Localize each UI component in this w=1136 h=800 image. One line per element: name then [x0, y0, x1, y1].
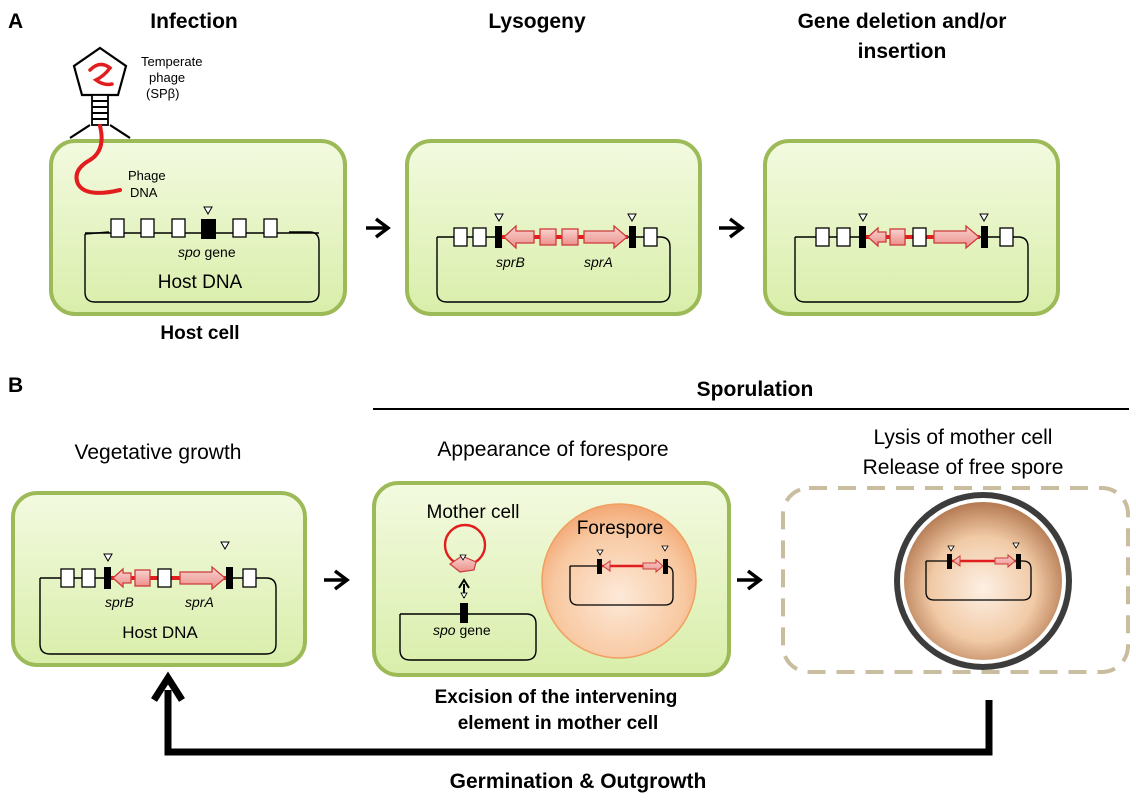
sporulation-title: Sporulation — [697, 378, 814, 401]
mother-dna-loop — [399, 613, 537, 661]
sprB-label-b1: sprB — [105, 594, 134, 610]
germination-label: Germination & Outgrowth — [450, 770, 707, 793]
arrow-a1-a2 — [366, 217, 391, 239]
insertion-site-marker-a1 — [203, 206, 213, 216]
spore-prophage — [947, 542, 1021, 569]
insertion-site-marker-b2 — [460, 592, 468, 599]
phage-dna-label-line1: Phage — [128, 168, 166, 183]
phage-dna-label-line2: DNA — [130, 185, 158, 200]
host-dna-loop-b1 — [39, 577, 277, 655]
gene-deletion-title-line2: insertion — [858, 40, 947, 63]
sprA-label-b1: sprA — [185, 594, 214, 610]
sprA-label-a2: sprA — [584, 254, 613, 270]
phage-label-line2: phage — [149, 70, 185, 85]
forespore-dna-loop — [569, 565, 674, 606]
mother-cell-label: Mother cell — [427, 502, 520, 523]
spo-gene-box-b2 — [460, 603, 468, 623]
sprB-label-a2: sprB — [496, 254, 525, 270]
modified-prophage-a3 — [815, 213, 1014, 250]
lysis-title-line1: Lysis of mother cell — [874, 426, 1053, 449]
host-dna-loop-a2 — [436, 236, 671, 303]
lysis-title-line2: Release of free spore — [863, 456, 1064, 479]
phage-icon — [69, 46, 131, 139]
host-dna-label-b1: Host DNA — [122, 623, 198, 642]
gene-boxes-a1 — [110, 218, 278, 239]
prophage-a2 — [453, 213, 658, 250]
free-spore — [904, 502, 1062, 660]
gene-deletion-title-line1: Gene deletion and/or — [798, 10, 1007, 33]
phage-label-line1: Temperate — [141, 54, 202, 69]
forespore-label: Forespore — [577, 518, 664, 539]
forespore-prophage — [596, 545, 669, 574]
panel-a-letter: A — [8, 10, 23, 33]
host-cell-a2 — [405, 139, 702, 316]
lysogeny-title: Lysogeny — [488, 10, 586, 33]
excised-element-circle — [443, 523, 487, 573]
spo-gene-label-a1: spo gene — [178, 244, 236, 260]
arrow-a2-a3 — [719, 217, 745, 239]
forespore — [541, 503, 697, 659]
spo-gene-label-b2: spo gene — [433, 622, 491, 638]
forespore-appearance-title: Appearance of forespore — [437, 438, 668, 461]
phage-dna-strand — [74, 124, 122, 195]
prophage-b1 — [60, 541, 257, 591]
host-cell-label: Host cell — [160, 323, 239, 344]
host-cell-a3 — [763, 139, 1060, 316]
spore-dna-loop — [925, 560, 1032, 601]
host-dna-loop-a3 — [794, 236, 1029, 303]
germination-arrow — [164, 690, 993, 756]
host-dna-label-a1: Host DNA — [158, 272, 243, 293]
arrow-b2-b3 — [737, 569, 763, 591]
spo-gene-box-a1 — [201, 219, 216, 239]
infection-title: Infection — [150, 10, 238, 33]
phage-label-line3: (SPβ) — [146, 86, 179, 101]
host-cell-a1 — [49, 139, 347, 316]
arrow-b1-b2 — [324, 569, 350, 591]
panel-b-letter: B — [8, 374, 23, 397]
lysed-mother-cell-outline — [781, 486, 1130, 674]
vegetative-growth-title: Vegetative growth — [75, 441, 242, 464]
germination-arrowhead — [151, 671, 185, 702]
excision-label-line2: element in mother cell — [458, 713, 659, 734]
excision-label-line1: Excision of the intervening — [435, 687, 678, 708]
